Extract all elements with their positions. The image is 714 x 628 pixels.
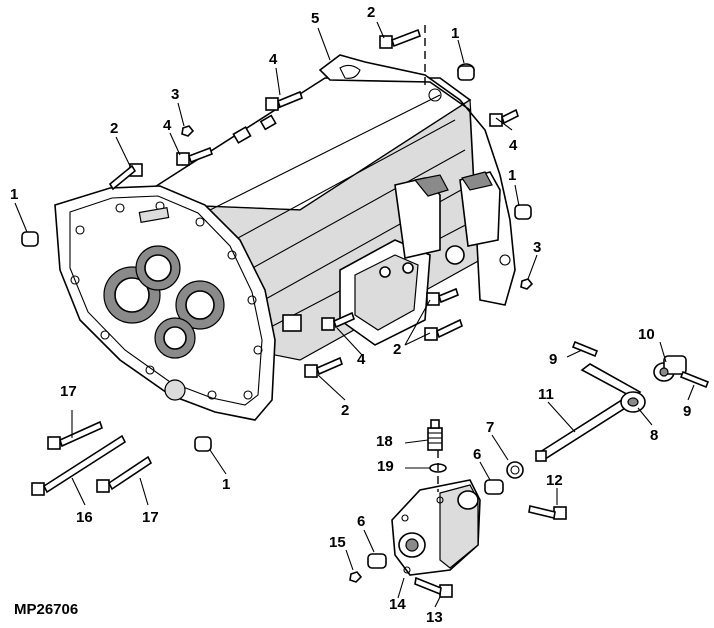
callout-19: 19: [377, 458, 394, 475]
callout-8: 8: [650, 427, 658, 444]
shift-lever: [580, 363, 646, 413]
cap-screw: [176, 146, 214, 166]
cap-screw: [426, 287, 459, 306]
callout-2: 2: [110, 120, 118, 137]
long-bolt: [47, 420, 103, 450]
cap-screw: [321, 311, 355, 331]
callout-3: 3: [171, 86, 179, 103]
callout-labels: 5 2 1 4 3 4 2 1 4 1 3 2 4 2 1 17 16 17 1…: [10, 4, 691, 626]
spring-pin: [679, 370, 710, 389]
front-plate: [54, 185, 276, 421]
long-bolt: [31, 434, 127, 496]
cap-screw: [108, 163, 143, 191]
callout-14: 14: [389, 596, 406, 613]
callout-7: 7: [486, 419, 494, 436]
coupler: [653, 355, 687, 382]
nut: [520, 278, 534, 290]
callout-12: 12: [546, 472, 563, 489]
callout-2: 2: [393, 341, 401, 358]
control-block: [339, 171, 501, 346]
callout-4: 4: [509, 137, 518, 154]
callout-17: 17: [142, 509, 159, 526]
callout-2: 2: [341, 402, 349, 419]
callout-13: 13: [426, 609, 443, 626]
callout-6: 6: [357, 513, 365, 530]
cap-screw: [424, 318, 463, 341]
transmission-housing: [54, 54, 516, 421]
shift-shaft: [535, 396, 632, 462]
pump-assembly: [391, 479, 481, 576]
callout-9: 9: [549, 351, 557, 368]
fitting: [427, 419, 443, 451]
callout-17: 17: [60, 383, 77, 400]
callout-4: 4: [269, 51, 278, 68]
bushing: [367, 553, 387, 569]
callout-16: 16: [76, 509, 93, 526]
leader-lines: [14, 21, 695, 608]
cap-screw: [304, 356, 343, 378]
callout-9: 9: [683, 403, 691, 420]
figure-code: MP26706: [14, 601, 78, 618]
callout-1: 1: [10, 186, 18, 203]
callout-10: 10: [638, 326, 655, 343]
seal: [506, 461, 524, 479]
cap-screw: [528, 505, 567, 520]
callout-4: 4: [357, 351, 366, 368]
callout-1: 1: [508, 167, 516, 184]
callout-1: 1: [451, 25, 459, 42]
cap-screw: [414, 576, 453, 598]
callout-2: 2: [367, 4, 375, 21]
nut: [349, 571, 363, 583]
dowel-pin: [514, 204, 532, 220]
cap-screw: [489, 108, 519, 127]
nut: [181, 125, 195, 137]
cap-screw: [265, 90, 303, 111]
dowel-pin: [21, 231, 39, 247]
bushing: [484, 479, 504, 495]
callout-4: 4: [163, 117, 172, 134]
callout-3: 3: [533, 239, 541, 256]
cap-screw: [379, 28, 422, 49]
long-bolt: [96, 455, 153, 493]
callout-15: 15: [329, 534, 346, 551]
dowel-pin: [457, 63, 475, 81]
callout-5: 5: [311, 10, 319, 27]
dowel-pin: [194, 436, 212, 452]
callout-18: 18: [376, 433, 393, 450]
spring-pin: [571, 340, 599, 358]
callout-11: 11: [538, 386, 554, 403]
callout-1: 1: [222, 476, 230, 493]
callout-6: 6: [473, 446, 481, 463]
